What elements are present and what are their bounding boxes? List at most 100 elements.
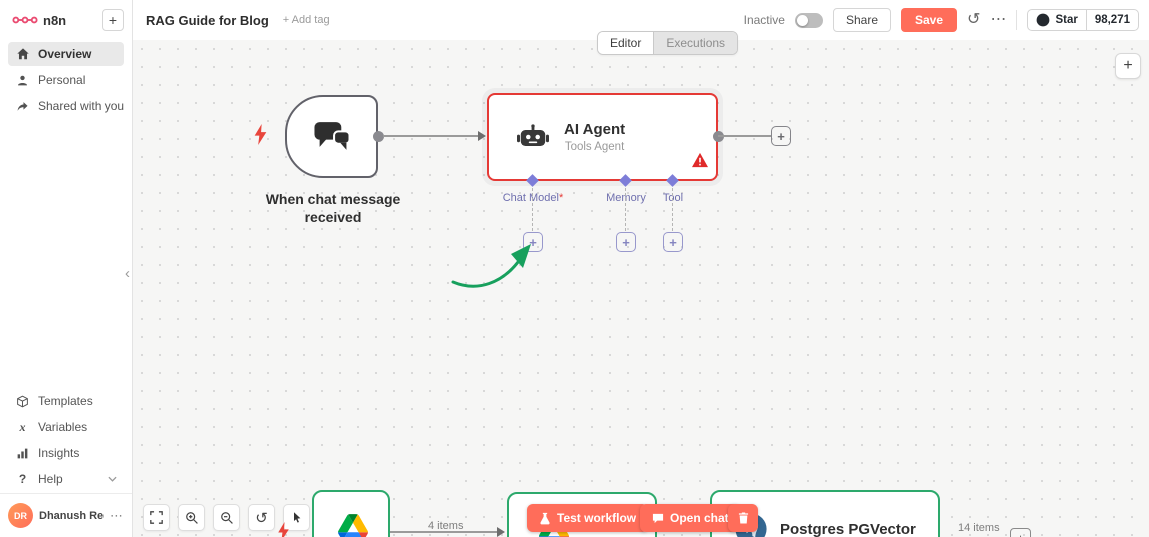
activate-toggle[interactable] bbox=[794, 12, 823, 28]
flask-icon bbox=[540, 512, 550, 524]
fit-view-button[interactable] bbox=[143, 504, 170, 531]
zoom-out-button[interactable] bbox=[213, 504, 240, 531]
connection-arrowhead bbox=[497, 527, 505, 537]
sidebar-item-label: Help bbox=[38, 472, 63, 486]
trash-icon bbox=[738, 512, 748, 524]
sidebar-item-variables[interactable]: x Variables bbox=[8, 415, 124, 439]
topbar-actions: Inactive Share Save ↺ ⋯ Star 98,271 bbox=[744, 8, 1139, 32]
home-icon bbox=[15, 47, 30, 61]
node-google-drive-1[interactable] bbox=[312, 490, 390, 537]
sidebar-item-label: Variables bbox=[38, 420, 88, 434]
trigger-node-label: When chat message received bbox=[265, 191, 401, 226]
user-name: Dhanush Reddy bbox=[39, 509, 104, 522]
sidebar-nav: Overview Personal Shared with you bbox=[0, 40, 132, 120]
sidebar-secondary-nav: Templates x Variables Insights ? Help bbox=[0, 387, 132, 493]
sidebar-item-shared-with-you[interactable]: Shared with you bbox=[8, 94, 124, 118]
sidebar-item-label: Templates bbox=[38, 394, 93, 408]
sidebar-item-templates[interactable]: Templates bbox=[8, 389, 124, 413]
history-icon[interactable]: ↺ bbox=[967, 11, 981, 28]
connection-items-count: 14 items bbox=[958, 522, 1000, 534]
save-button[interactable]: Save bbox=[901, 8, 958, 32]
trigger-output-dot[interactable] bbox=[373, 131, 384, 142]
add-tool-button[interactable]: + bbox=[663, 232, 683, 252]
n8n-logo[interactable]: n8n bbox=[12, 13, 66, 28]
insights-chart-icon bbox=[15, 447, 30, 460]
topbar: RAG Guide for Blog + Add tag Inactive Sh… bbox=[133, 0, 1149, 40]
open-chat-button[interactable]: Open chat bbox=[640, 504, 741, 532]
sidebar-item-personal[interactable]: Personal bbox=[8, 68, 124, 92]
agent-text: AI Agent Tools Agent bbox=[564, 121, 625, 153]
connection-trigger-to-agent bbox=[383, 135, 479, 137]
person-icon bbox=[15, 74, 30, 87]
workflow-status-label: Inactive bbox=[743, 13, 785, 27]
sidebar-item-overview[interactable]: Overview bbox=[8, 42, 124, 66]
sidebar-item-label: Shared with you bbox=[38, 99, 125, 113]
add-chat-model-button[interactable]: + bbox=[523, 232, 543, 252]
connection-items-count: 4 items bbox=[428, 520, 464, 532]
templates-box-icon bbox=[15, 395, 30, 408]
zoom-in-button[interactable] bbox=[178, 504, 205, 531]
variables-x-icon: x bbox=[19, 419, 26, 434]
brand-name: n8n bbox=[43, 12, 67, 28]
tab-executions[interactable]: Executions bbox=[653, 32, 738, 54]
connection-arrowhead bbox=[478, 131, 486, 141]
sidebar: n8n + Overview Personal Shared with you bbox=[0, 0, 133, 537]
sidebar-collapse-handle[interactable]: ‹ bbox=[125, 265, 130, 282]
postgres-node-title: Postgres PGVector bbox=[780, 521, 916, 537]
editor-tabs: Editor Executions bbox=[597, 31, 739, 55]
topbar-divider bbox=[1016, 10, 1018, 30]
workflow-title[interactable]: RAG Guide for Blog bbox=[146, 12, 269, 28]
sidebar-item-label: Personal bbox=[38, 73, 86, 87]
avatar: DR bbox=[8, 503, 33, 528]
agent-subtitle: Tools Agent bbox=[564, 141, 625, 153]
user-menu[interactable]: DR Dhanush Reddy ⋯ bbox=[0, 493, 132, 537]
share-button[interactable]: Share bbox=[832, 8, 891, 32]
more-options-icon[interactable]: ⋯ bbox=[990, 11, 1007, 28]
drop-line-memory bbox=[625, 188, 626, 231]
github-star-count: 98,271 bbox=[1085, 10, 1138, 30]
test-workflow-button[interactable]: Test workflow bbox=[527, 504, 649, 532]
new-workflow-button[interactable]: + bbox=[102, 9, 124, 31]
reset-zoom-button[interactable]: ↺ bbox=[248, 504, 275, 531]
sidebar-spacer bbox=[0, 120, 132, 387]
node-ai-agent[interactable]: AI Agent Tools Agent bbox=[487, 93, 718, 181]
add-node-button-partial[interactable]: + bbox=[1010, 528, 1031, 537]
drop-line-tool bbox=[672, 188, 673, 231]
google-drive-icon bbox=[338, 514, 368, 537]
connection-agent-to-plus bbox=[718, 135, 771, 137]
sidebar-item-label: Insights bbox=[38, 446, 80, 460]
workflow-canvas[interactable]: When chat message received AI Agent Tool… bbox=[133, 40, 1149, 537]
sidebar-item-insights[interactable]: Insights bbox=[8, 441, 124, 465]
canvas-add-node-button[interactable]: + bbox=[1115, 53, 1141, 79]
add-next-node-button[interactable]: + bbox=[771, 126, 791, 146]
drop-line-chat-model bbox=[532, 188, 533, 231]
delete-button[interactable] bbox=[728, 504, 758, 532]
chevron-down-icon bbox=[108, 476, 117, 482]
warning-triangle-icon bbox=[691, 152, 709, 173]
tab-editor[interactable]: Editor bbox=[598, 32, 654, 54]
robot-icon bbox=[517, 123, 549, 146]
chat-icon bbox=[652, 513, 664, 523]
connection-drive-to-drive bbox=[390, 531, 498, 533]
add-tag-link[interactable]: + Add tag bbox=[282, 14, 330, 26]
add-memory-button[interactable]: + bbox=[616, 232, 636, 252]
share-forward-icon bbox=[15, 100, 30, 113]
green-annotation-arrow bbox=[451, 244, 531, 288]
n8n-logo-icon bbox=[12, 16, 38, 24]
user-options-icon[interactable]: ⋯ bbox=[110, 507, 124, 523]
agent-title: AI Agent bbox=[564, 121, 626, 138]
help-icon: ? bbox=[18, 472, 27, 486]
port-label-chat-model: Chat Model* bbox=[502, 192, 564, 204]
sidebar-item-help[interactable]: ? Help bbox=[8, 467, 124, 491]
github-icon bbox=[1037, 13, 1050, 27]
sidebar-item-label: Overview bbox=[38, 47, 92, 61]
node-when-chat-message-received[interactable] bbox=[285, 95, 378, 178]
canvas-toolbar: ↺ bbox=[143, 504, 310, 531]
lightning-bolt-icon bbox=[253, 124, 268, 150]
github-star-label: Star bbox=[1055, 14, 1078, 26]
port-label-tool: Tool bbox=[662, 192, 684, 204]
toggle-knob bbox=[796, 14, 808, 26]
pointer-mode-button[interactable] bbox=[283, 504, 310, 531]
lightning-bolt-icon bbox=[277, 522, 290, 537]
github-star-widget[interactable]: Star 98,271 bbox=[1027, 9, 1139, 31]
